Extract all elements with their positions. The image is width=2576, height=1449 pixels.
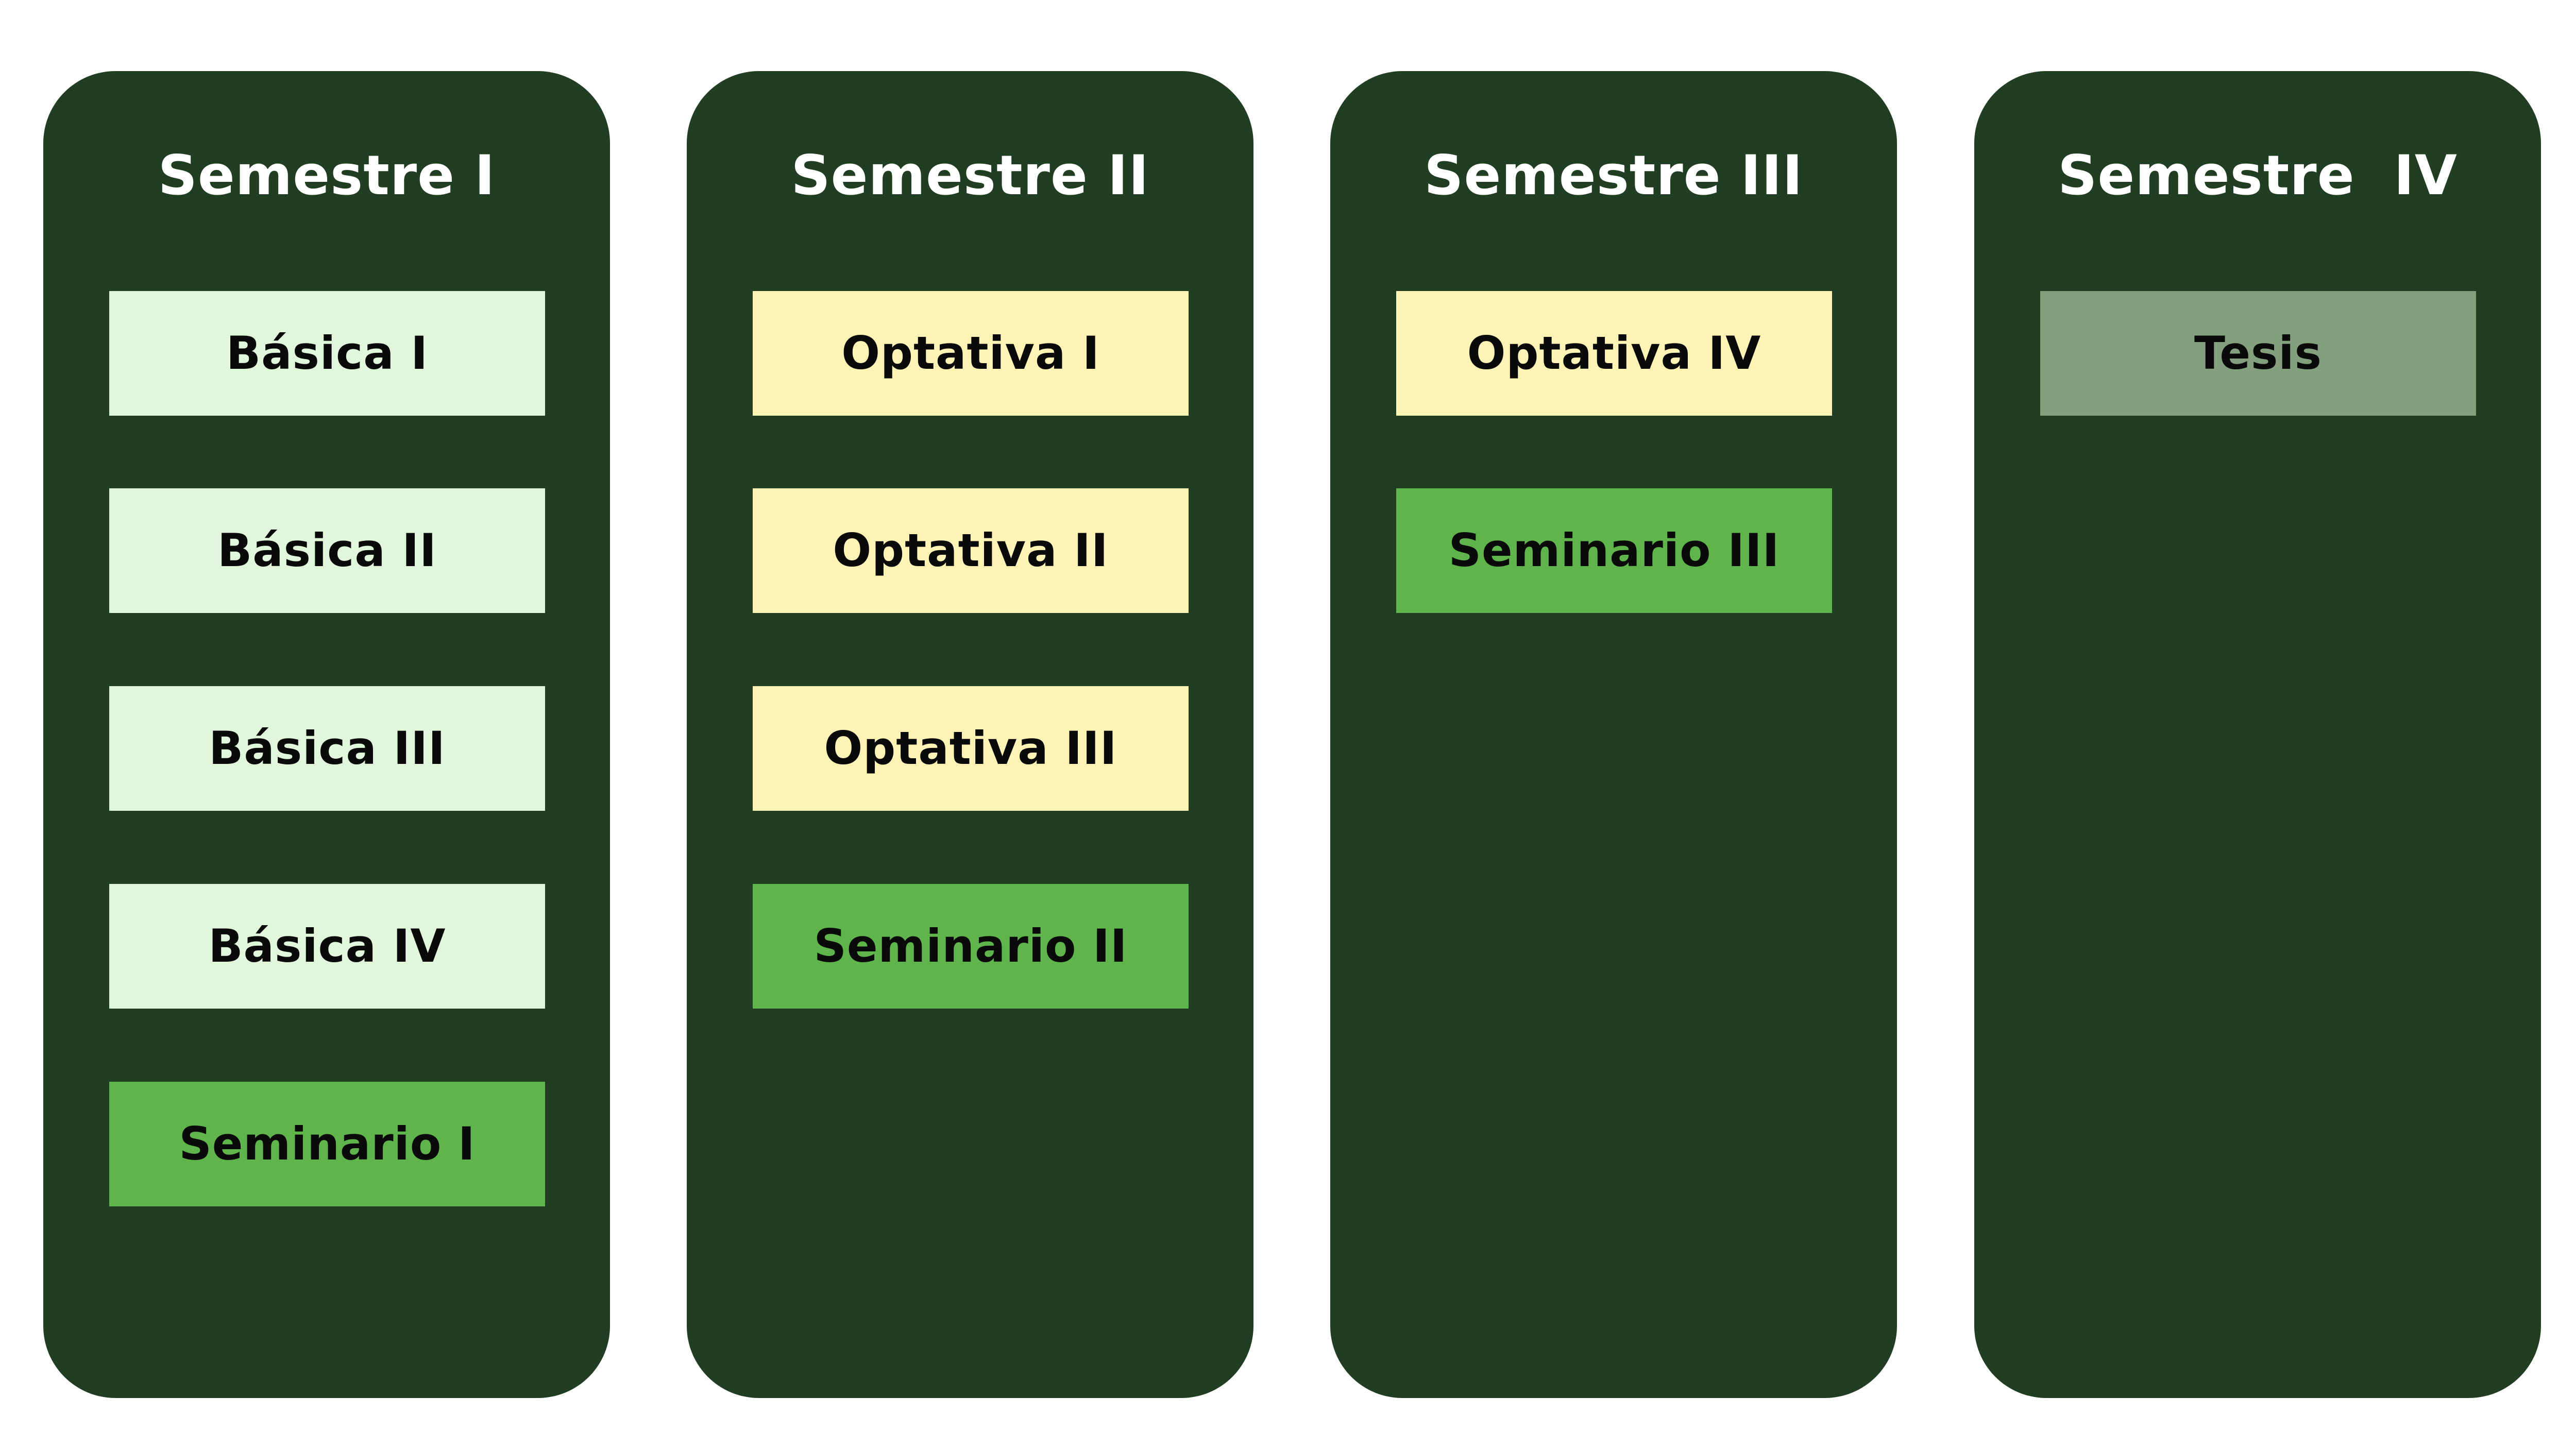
semester-column-2: Semestre II Optativa I Optativa II Optat… <box>687 71 1253 1398</box>
course-card: Seminario II <box>753 884 1189 1009</box>
semester-column-1: Semestre I Básica I Básica II Básica III… <box>43 71 610 1398</box>
course-card: Optativa IV <box>1396 291 1832 416</box>
course-card: Optativa II <box>753 488 1189 613</box>
semester-title: Semestre I <box>158 144 496 207</box>
course-card: Básica II <box>109 488 545 613</box>
semester-column-4: Semestre IV Tesis <box>1974 71 2541 1398</box>
semester-title: Semestre II <box>791 144 1149 207</box>
course-card: Optativa I <box>753 291 1189 416</box>
course-card: Básica I <box>109 291 545 416</box>
semester-title: Semestre IV <box>2058 144 2458 207</box>
semester-title: Semestre III <box>1424 144 1803 207</box>
course-card: Tesis <box>2040 291 2476 416</box>
course-card: Básica III <box>109 686 545 811</box>
course-card: Optativa III <box>753 686 1189 811</box>
semester-column-3: Semestre III Optativa IV Seminario III <box>1330 71 1897 1398</box>
course-card: Seminario I <box>109 1082 545 1206</box>
course-card: Seminario III <box>1396 488 1832 613</box>
course-card: Básica IV <box>109 884 545 1009</box>
